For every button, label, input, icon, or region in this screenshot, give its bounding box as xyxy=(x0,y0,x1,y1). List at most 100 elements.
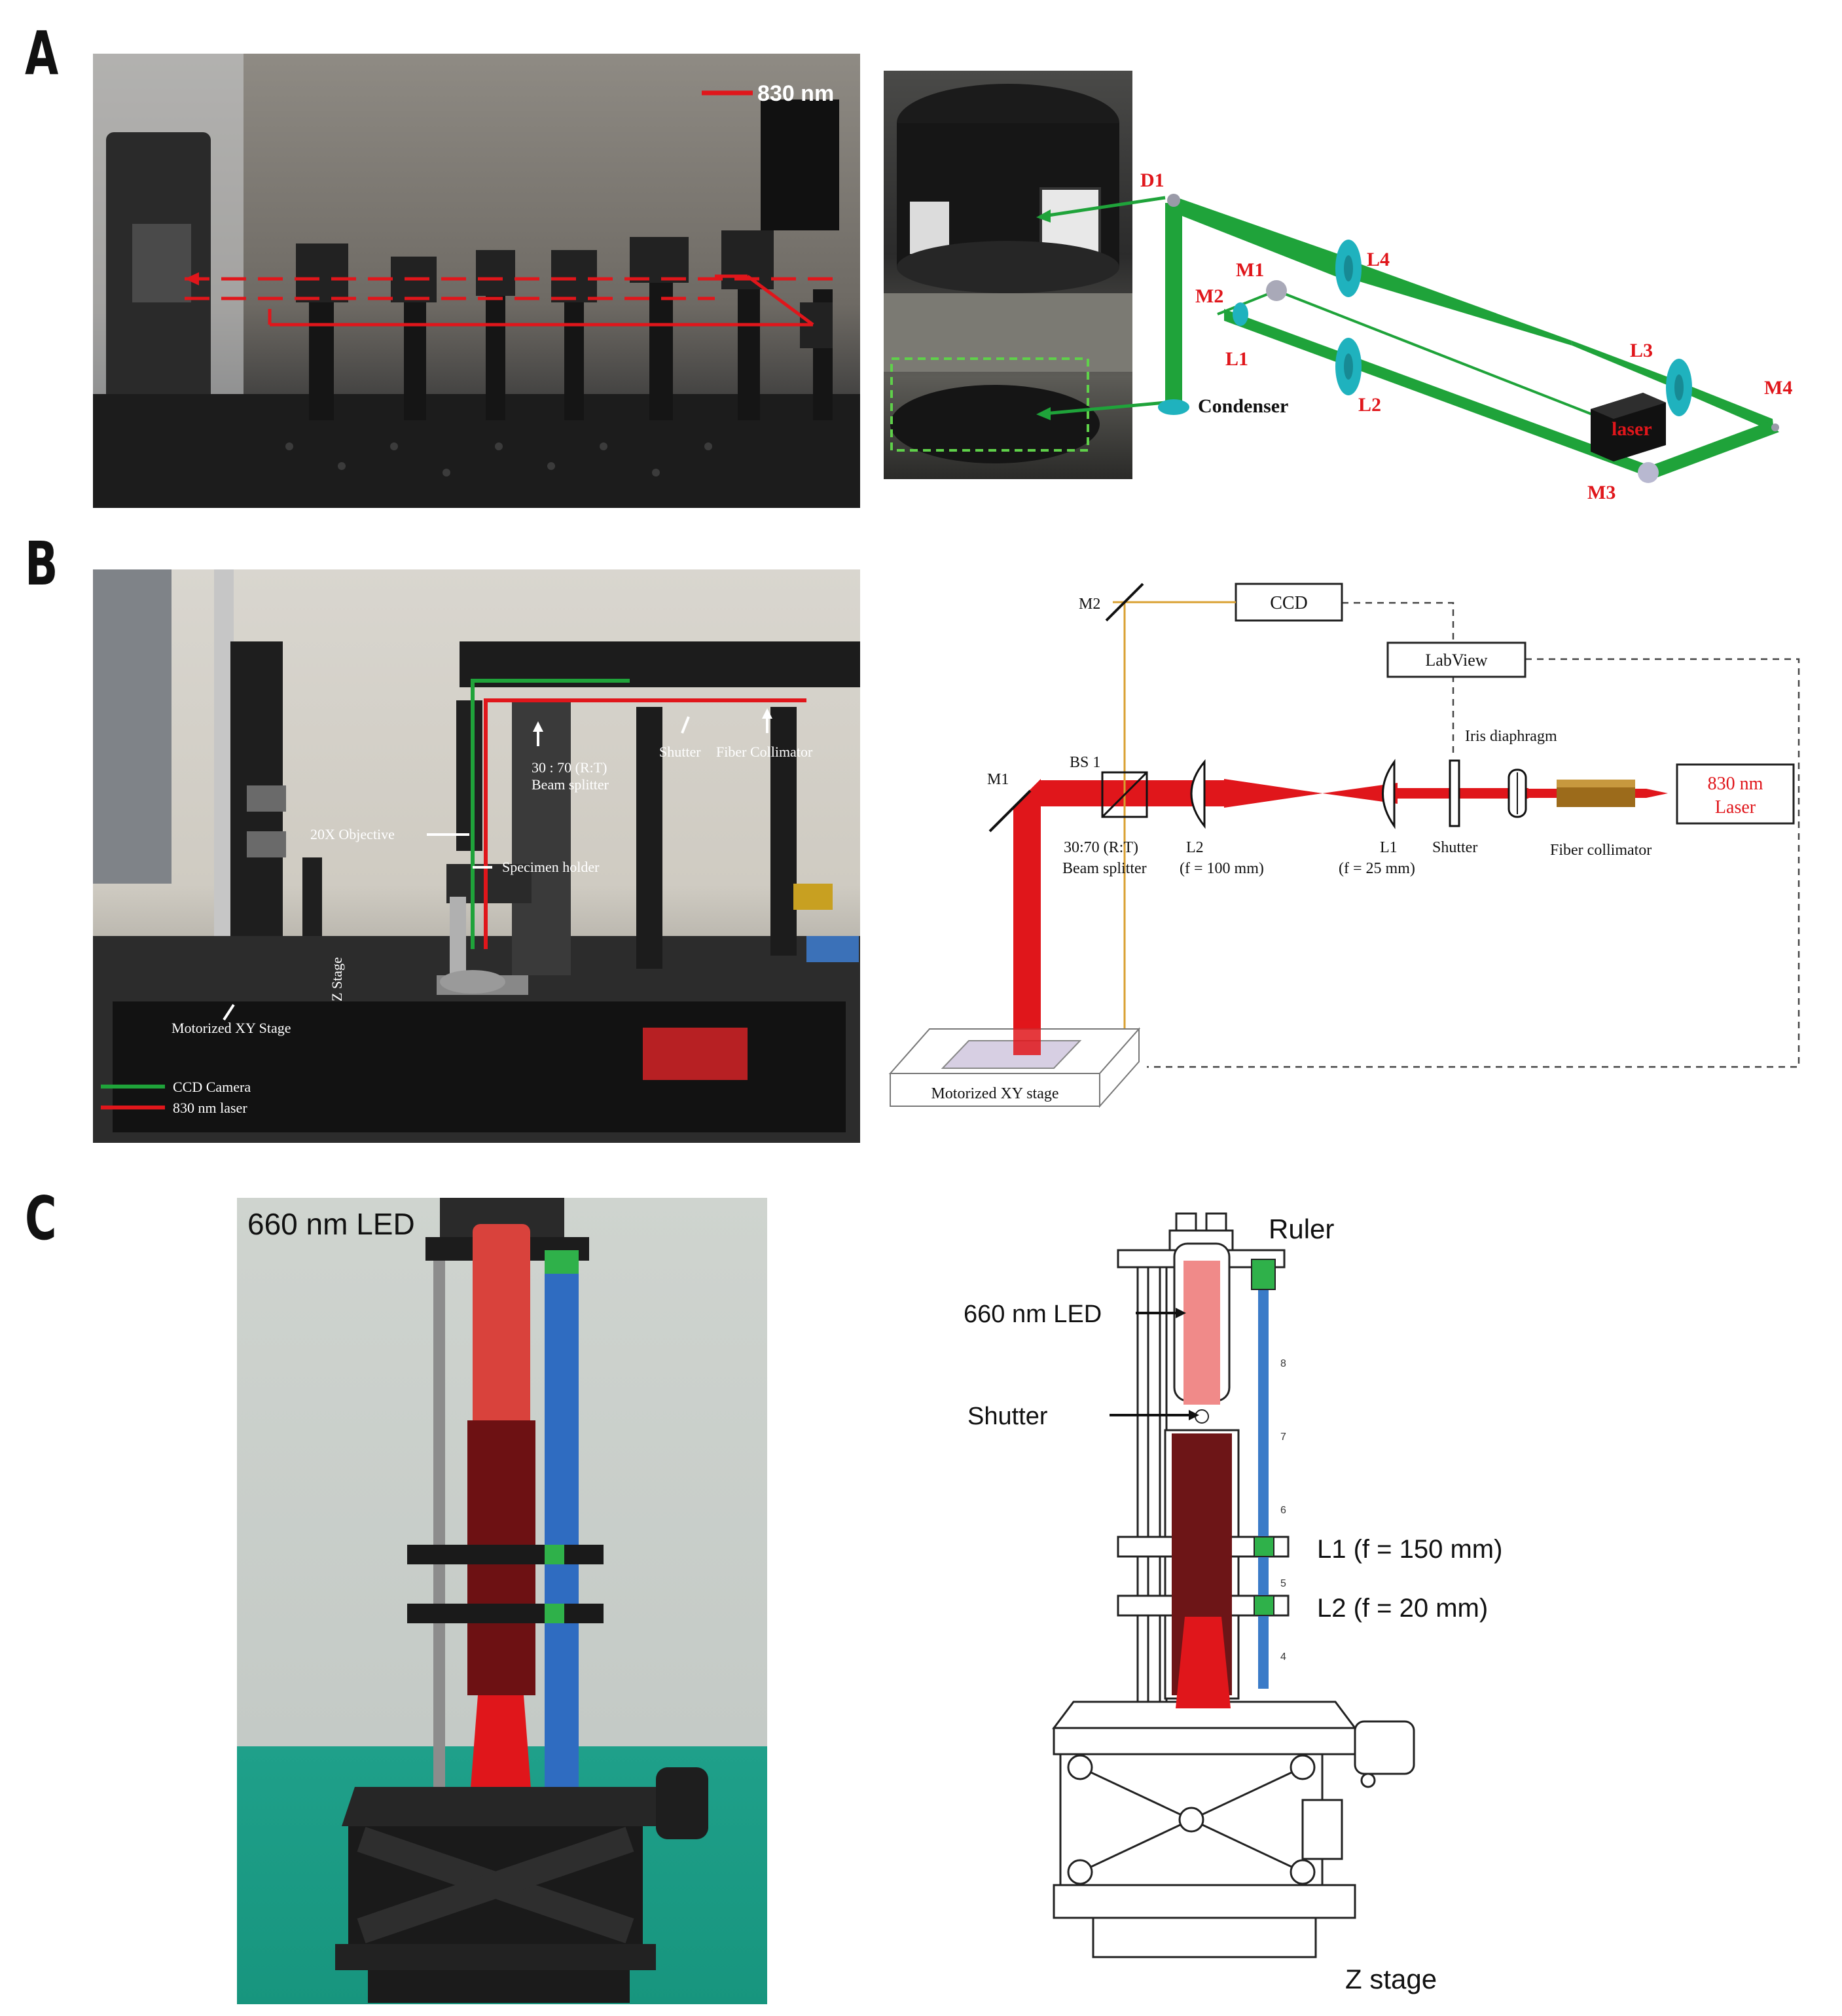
b-labview-box xyxy=(1386,641,1526,678)
a-beam-top xyxy=(1174,196,1348,281)
c-l1-marker xyxy=(1254,1536,1274,1557)
b-label-shutter: Shutter xyxy=(1432,839,1477,856)
c-ruler-tick: 6 xyxy=(1280,1505,1286,1516)
c-ruler-tick: 5 xyxy=(1280,1578,1286,1589)
b-photo-objective: 20X Objective xyxy=(310,826,395,842)
c-label-shutter: Shutter xyxy=(967,1403,1048,1430)
c-photo-led-label: 660 nm LED xyxy=(247,1207,415,1241)
b-photo-bs-name: Beam splitter xyxy=(532,776,609,793)
b-photo-legend-ccd: CCD Camera xyxy=(173,1079,251,1095)
b-label-bs-name: Beam splitter xyxy=(1062,860,1147,877)
b-label-l1-f: (f = 25 mm) xyxy=(1339,860,1415,877)
c-label-l2: L2 (f = 20 mm) xyxy=(1317,1594,1488,1623)
a-label-m2: M2 xyxy=(1195,285,1223,307)
b-beam-diverge xyxy=(1322,783,1398,804)
a-mirror-m1 xyxy=(1266,280,1287,301)
b-beam-splitter xyxy=(1101,771,1148,818)
c-lens-tube xyxy=(1172,1433,1232,1695)
b-photo-specimen: Specimen holder xyxy=(502,859,600,875)
a-beam-l3-m4 xyxy=(1682,383,1774,432)
b-laser-box xyxy=(1676,763,1795,825)
b-iris xyxy=(1508,768,1527,818)
a-mirror-d1 xyxy=(1167,194,1180,207)
a-laser-label: laser xyxy=(1612,418,1652,440)
a-label-m1: M1 xyxy=(1236,259,1264,281)
b-label-l2-f: (f = 100 mm) xyxy=(1180,860,1264,877)
panel-letter-a: A xyxy=(25,18,59,88)
a-beam-m1-laser xyxy=(1276,289,1604,420)
b-ccd-box xyxy=(1235,583,1343,622)
panel-letter-b: B xyxy=(25,529,58,599)
b-photo-zstage: Z Stage xyxy=(329,957,345,1001)
b-laser-line1: 830 nm xyxy=(1708,774,1763,794)
b-label-bs-ratio: 30:70 (R:T) xyxy=(1064,839,1138,856)
b-label-l2: L2 xyxy=(1186,839,1204,856)
c-led-glow xyxy=(1183,1261,1220,1405)
b-label-m2: M2 xyxy=(1079,596,1100,613)
b-shutter xyxy=(1449,759,1460,827)
b-xy-stage xyxy=(888,1028,1141,1074)
b-laser-line2: Laser xyxy=(1715,797,1756,818)
a-mirror-m3 xyxy=(1638,462,1659,483)
a-label-m3: M3 xyxy=(1587,482,1616,503)
panel-b-photo: 30 : 70 (R:T) Beam splitter Shutter Fibe… xyxy=(93,569,860,1143)
b-label-l1: L1 xyxy=(1380,839,1398,856)
c-label-zstage: Z stage xyxy=(1345,1964,1437,1994)
a-beam-m4-m3 xyxy=(1644,422,1779,478)
c-l2-marker xyxy=(1254,1595,1274,1616)
c-ruler-tick: 4 xyxy=(1280,1651,1286,1663)
panel-a-inset-photo xyxy=(884,71,1132,479)
a-label-l2: L2 xyxy=(1358,394,1381,416)
a-label-l1: L1 xyxy=(1225,348,1248,370)
a-lens-l4 xyxy=(1335,240,1362,297)
b-label-iris: Iris diaphragm xyxy=(1465,728,1557,745)
a-label-condenser: Condenser xyxy=(1198,395,1288,417)
a-beam-vertical xyxy=(1165,203,1182,409)
panel-a-photo: 830 nm xyxy=(93,54,860,508)
b-lens-l1 xyxy=(1382,759,1396,829)
b-mirror-m1 xyxy=(988,789,1032,833)
c-ruler-ticks: 8 7 6 5 4 xyxy=(1280,1358,1286,1663)
a-label-l3: L3 xyxy=(1630,340,1653,361)
c-ruler-tick: 7 xyxy=(1280,1431,1286,1443)
b-photo-xy-stage: Motorized XY Stage xyxy=(172,1020,291,1036)
a-photo-scale-label: 830 nm xyxy=(757,81,834,106)
b-label-fiber: Fiber collimator xyxy=(1550,842,1652,859)
b-fiber-collimator xyxy=(1557,780,1635,807)
a-mirror-m4 xyxy=(1771,423,1779,431)
a-beam-m3-l2 xyxy=(1224,309,1651,478)
b-photo-shutter: Shutter xyxy=(659,744,701,760)
a-lens-l3 xyxy=(1666,359,1692,416)
b-labview-label: LabView xyxy=(1425,651,1487,670)
panel-a-inset-art xyxy=(884,84,1132,463)
b-ccd-label: CCD xyxy=(1270,593,1308,613)
b-stage-label: Motorized XY stage xyxy=(931,1085,1058,1102)
c-red-beam xyxy=(1176,1617,1231,1708)
b-beam-narrow xyxy=(1398,788,1528,799)
c-ruler xyxy=(1258,1270,1269,1689)
b-well-plate xyxy=(941,1040,1082,1069)
b-label-bs1: BS 1 xyxy=(1070,754,1100,771)
panel-b-photo-art: 30 : 70 (R:T) Beam splitter Shutter Fibe… xyxy=(93,569,860,1143)
panel-a-photo-art: 830 nm xyxy=(93,54,860,508)
b-photo-legend-laser: 830 nm laser xyxy=(173,1100,247,1116)
a-lens-l1 xyxy=(1233,302,1248,326)
c-label-ruler: Ruler xyxy=(1269,1214,1334,1244)
a-lens-l2 xyxy=(1335,338,1362,395)
c-label-led: 660 nm LED xyxy=(964,1301,1102,1328)
c-ruler-cap xyxy=(1251,1259,1276,1290)
a-condenser-shape xyxy=(1158,399,1189,415)
b-beam-converge xyxy=(1224,779,1322,808)
b-photo-fiber: Fiber Collimator xyxy=(716,744,813,760)
c-ruler-tick: 8 xyxy=(1280,1358,1286,1369)
c-shutter-marker xyxy=(1195,1409,1209,1424)
a-label-m4: M4 xyxy=(1764,377,1792,399)
panel-c-photo-art: 660 nm LED xyxy=(247,1198,708,2003)
b-mirror-m2 xyxy=(1105,583,1144,622)
a-beam-l4-l3 xyxy=(1345,259,1572,346)
b-lens-l2 xyxy=(1190,759,1206,829)
a-label-d1: D1 xyxy=(1140,170,1165,191)
panel-letter-c: C xyxy=(25,1183,57,1253)
c-label-l1: L1 (f = 150 mm) xyxy=(1317,1535,1502,1564)
b-photo-bs-ratio: 30 : 70 (R:T) xyxy=(532,759,607,776)
